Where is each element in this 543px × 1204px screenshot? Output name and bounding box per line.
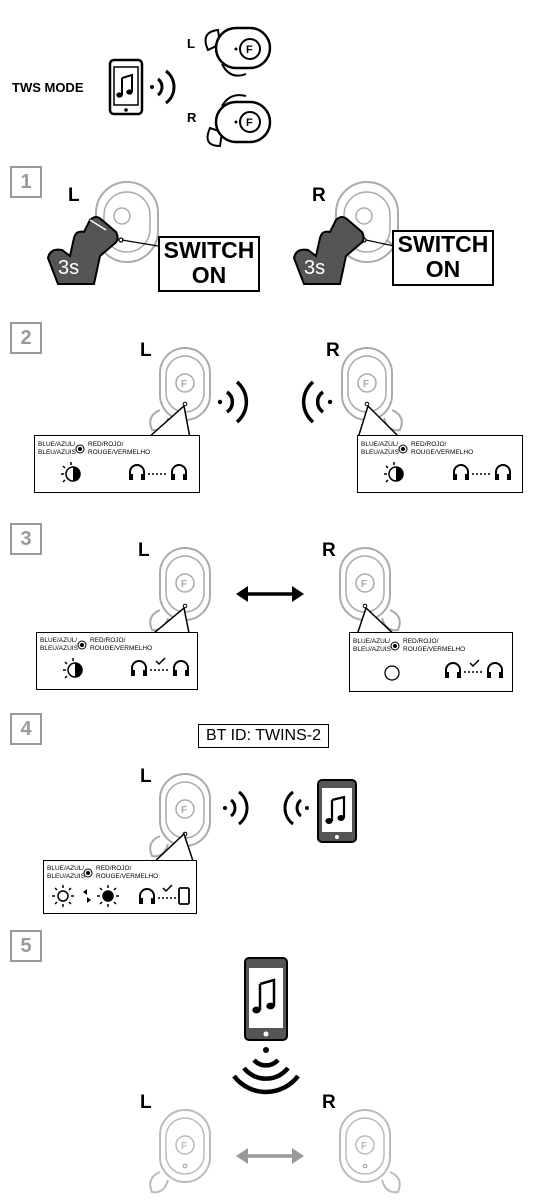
step-1-right-label: R	[312, 185, 326, 206]
led-status-panel	[43, 860, 197, 914]
headphones-icon	[453, 464, 511, 480]
header-right-label: R	[187, 110, 197, 125]
double-arrow-icon	[236, 586, 304, 602]
blue-label: BLUE/AZUL/BLEU/AZUIS	[353, 638, 391, 653]
on-label: ON	[191, 262, 227, 288]
led-icon	[390, 641, 400, 651]
red-label: RED/ROJO/ROUGE/VERMELHO	[403, 638, 466, 653]
earbud-icon: F	[204, 26, 272, 77]
step-5-badge: 5	[10, 930, 42, 962]
step-3-right-label: R	[322, 540, 336, 561]
step-1-left-label: L	[68, 185, 80, 206]
headphones-icon	[129, 464, 187, 480]
sound-wave-icon	[217, 380, 249, 424]
step-2-right-label: R	[326, 340, 340, 361]
svg-text:F: F	[361, 579, 367, 590]
sound-wave-icon	[283, 790, 309, 826]
sound-wave-icon	[232, 1047, 300, 1095]
music-note-icon	[325, 795, 346, 824]
led-icon	[83, 868, 93, 878]
red-label: RED/ROJO/ROUGE/VERMELHO	[96, 865, 159, 880]
blue-label: BLUE/AZUL/BLEU/AZUIS	[40, 637, 78, 652]
step-5-left-label: L	[140, 1092, 152, 1113]
earbud-icon: F	[149, 547, 211, 632]
sound-wave-icon	[223, 790, 249, 826]
earbud-icon: F	[149, 1109, 211, 1194]
led-blink-icon	[384, 462, 404, 483]
led-status-panel	[36, 632, 198, 690]
svg-text:F: F	[181, 1141, 187, 1152]
red-label: RED/ROJO/ROUGE/VERMELHO	[411, 441, 474, 456]
sound-wave-icon	[301, 380, 333, 424]
hand-press-icon: 3s	[46, 216, 119, 285]
svg-text:F: F	[363, 379, 369, 390]
check-icon	[469, 659, 480, 668]
red-label: RED/ROJO/ROUGE/VERMELHO	[88, 441, 151, 456]
on-label: ON	[425, 256, 461, 282]
step-2-badge: 2	[10, 322, 42, 354]
red-label: RED/ROJO/ROUGE/VERMELHO	[90, 637, 153, 652]
step-4-left-label: L	[140, 766, 152, 787]
step-2-left-label: L	[140, 340, 152, 361]
hold-time-label: 3s	[58, 257, 79, 279]
sound-wave-icon	[150, 69, 176, 105]
switch-on-callout: SWITCH ON	[158, 236, 260, 292]
header-left-label: L	[187, 36, 195, 51]
led-blink-icon	[61, 462, 81, 483]
tws-mode-label: TWS MODE	[12, 80, 84, 95]
led-status-panel	[357, 435, 523, 493]
headphones-icon	[131, 657, 189, 676]
led-blink-icon	[63, 658, 83, 679]
double-arrow-icon	[236, 1148, 304, 1164]
earbud-icon: F	[206, 94, 272, 148]
earbud-icon: F	[149, 773, 211, 858]
blue-label: BLUE/AZUL/BLEU/AZUIS	[47, 865, 85, 880]
check-icon	[162, 884, 173, 893]
step-4-badge: 4	[10, 713, 42, 745]
blue-label: BLUE/AZUL/BLEU/AZUIS	[38, 441, 76, 456]
led-blink-icon	[52, 885, 119, 907]
music-note-icon	[252, 978, 276, 1014]
earbud-icon: F	[339, 1109, 401, 1194]
led-icon	[398, 444, 408, 454]
earbud-icon: F	[149, 347, 211, 432]
led-status-panel	[34, 435, 200, 493]
check-icon	[155, 657, 166, 666]
led-off-icon	[384, 665, 400, 681]
svg-text:F: F	[246, 117, 253, 129]
phone-icon	[317, 779, 357, 843]
headphones-icon	[139, 884, 190, 905]
music-note-icon	[116, 73, 133, 98]
blue-label: BLUE/AZUL/BLEU/AZUIS	[361, 441, 399, 456]
svg-text:F: F	[361, 1141, 367, 1152]
hold-time-label: 3s	[304, 257, 325, 279]
switch-label: SWITCH	[163, 237, 255, 263]
earbud-icon: F	[341, 347, 403, 432]
step-1-badge: 1	[10, 166, 42, 198]
phone-icon	[108, 58, 144, 116]
led-status-panel	[349, 632, 513, 692]
earbud-icon: F	[339, 547, 401, 632]
switch-label: SWITCH	[397, 231, 489, 257]
step-5-right-label: R	[322, 1092, 336, 1113]
svg-text:F: F	[246, 44, 253, 56]
bt-id-label: BT ID: TWINS-2	[198, 724, 329, 748]
svg-text:F: F	[181, 805, 187, 816]
led-icon	[75, 444, 85, 454]
hand-press-icon: 3s	[292, 216, 365, 285]
headphones-icon	[445, 659, 503, 678]
step-3-left-label: L	[138, 540, 150, 561]
step-3-badge: 3	[10, 523, 42, 555]
led-icon	[77, 640, 87, 650]
svg-text:F: F	[181, 579, 187, 590]
switch-on-callout: SWITCH ON	[392, 230, 494, 286]
phone-icon	[244, 957, 288, 1041]
svg-text:F: F	[181, 379, 187, 390]
